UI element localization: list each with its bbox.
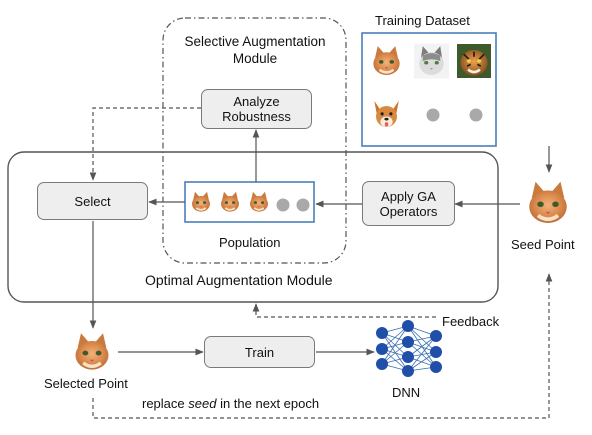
optimal-module-box [7, 151, 499, 303]
seed-point-label: Seed Point [511, 237, 575, 252]
analyze-robustness-label: Analyze Robustness [222, 94, 291, 124]
white-cat-image [414, 43, 449, 79]
dnn-label: DNN [392, 385, 421, 400]
replace-seed-prefix: replace [142, 396, 189, 411]
selective-module-box [162, 17, 347, 264]
selected-point-label: Selected Point [44, 376, 128, 391]
arrow-replace-seed [92, 273, 553, 419]
tiger-image [457, 42, 491, 80]
selective-module-title: Selective Augmentation Module [184, 34, 326, 66]
feedback-label: Feedback [442, 314, 500, 329]
population-label: Population [219, 235, 281, 250]
population-dot [276, 198, 290, 212]
cat-image [369, 42, 404, 80]
select-box: Select [37, 182, 148, 220]
apply-ga-box: Apply GA Operators [362, 181, 455, 226]
apply-ga-label: Apply GA Operators [379, 188, 438, 219]
population-image [218, 188, 242, 216]
optimal-module-title: Optimal Augmentation Module [145, 272, 333, 288]
analyze-robustness-box: Analyze Robustness [201, 89, 312, 129]
arrow-feedback [252, 303, 436, 318]
dog-image [369, 95, 404, 131]
placeholder-dot [426, 108, 440, 122]
population-image [189, 188, 213, 216]
replace-seed-suffix: in the next epoch [216, 396, 320, 411]
population-image [247, 188, 271, 216]
train-label: Train [244, 344, 275, 360]
seed-point-image [523, 178, 573, 228]
select-label: Select [74, 193, 111, 209]
replace-seed-text: replace seed in the next epoch [142, 396, 319, 411]
train-box: Train [204, 336, 315, 368]
arrow-analyze-to-select [89, 107, 201, 181]
population-dot [296, 198, 310, 212]
placeholder-dot [469, 108, 483, 122]
training-dataset-title: Training Dataset [375, 13, 470, 28]
selected-point-image [70, 329, 114, 375]
replace-seed-emphasis: seed [188, 396, 217, 411]
dnn-network-icon [376, 320, 442, 377]
